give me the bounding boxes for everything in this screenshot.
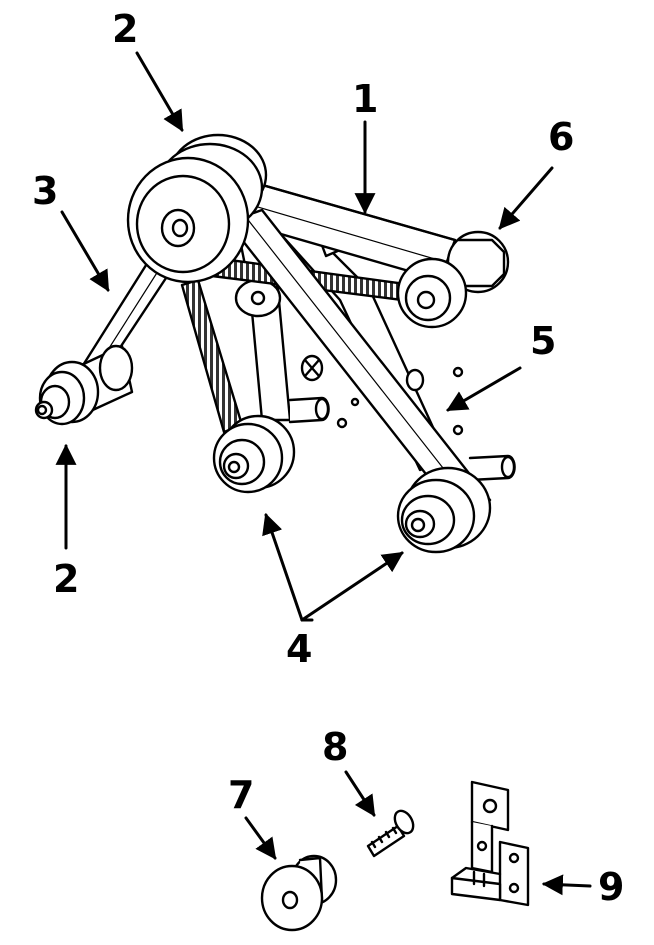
timing-belt-vertical xyxy=(180,278,244,434)
callout-6: 6 xyxy=(548,115,574,159)
callout-7: 7 xyxy=(228,773,254,817)
callout-4: 4 xyxy=(286,627,312,671)
pulley-lower-right xyxy=(396,466,492,554)
pulley-upper-right xyxy=(396,230,510,329)
shaft-right xyxy=(468,454,516,482)
pulley-lower-left xyxy=(212,414,296,494)
pulley-large-top xyxy=(126,133,268,284)
arrow-3 xyxy=(60,210,110,292)
arrow-6 xyxy=(498,166,554,230)
arrow-4-right xyxy=(300,551,404,622)
arrow-4-left xyxy=(262,513,304,622)
arrow-9 xyxy=(541,874,592,896)
arrow-5 xyxy=(446,366,522,412)
mounting-bracket xyxy=(450,780,530,907)
shaft-left xyxy=(288,396,330,424)
pulley-left-small xyxy=(34,344,134,426)
callout-3: 3 xyxy=(32,169,58,213)
callout-2-top: 2 xyxy=(112,7,138,51)
arrow-8 xyxy=(344,770,376,817)
callout-5: 5 xyxy=(530,319,556,363)
flanged-bushing xyxy=(260,854,338,932)
callout-labels: 1 2 3 2 6 5 4 8 7 9 xyxy=(32,7,624,909)
callout-9: 9 xyxy=(598,865,624,909)
callout-8: 8 xyxy=(322,725,348,769)
callout-1: 1 xyxy=(352,77,378,121)
shoulder-bolt xyxy=(366,809,415,858)
callout-2-bottom: 2 xyxy=(53,557,79,601)
leader-arrows xyxy=(55,51,592,896)
arrow-2-top xyxy=(135,51,184,132)
arrow-7 xyxy=(244,816,277,860)
